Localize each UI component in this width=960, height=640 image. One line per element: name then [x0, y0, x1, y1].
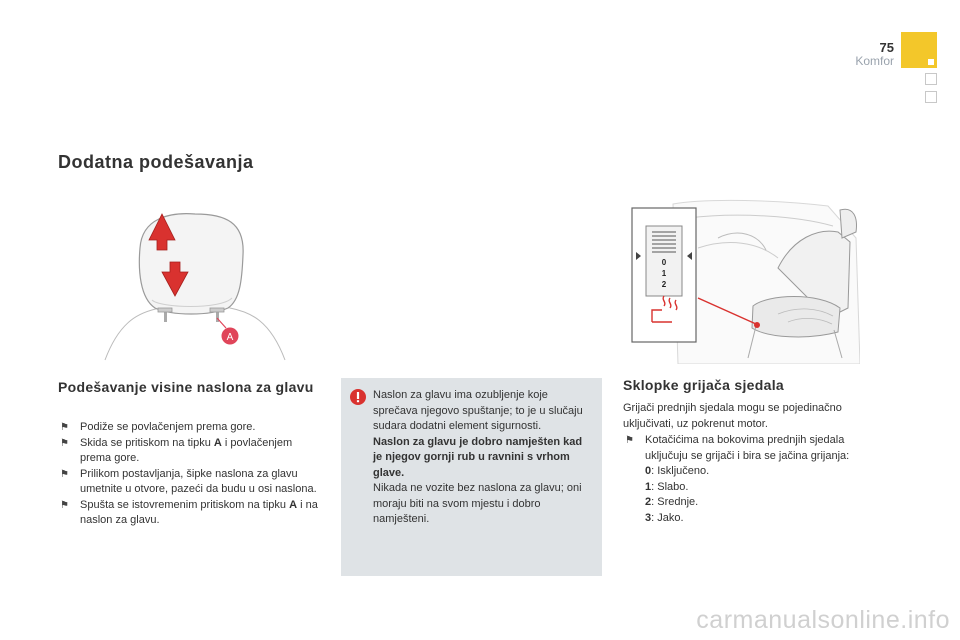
list-item-text: Podiže se povlačenjem prema gore. — [80, 421, 256, 433]
dial-mark-2: 2 — [662, 280, 667, 289]
heating-level-key: 1 — [645, 480, 652, 493]
seat-heater-icon — [651, 295, 678, 323]
list-item: ⚑ Spušta se istovremenim pritiskom na tip… — [58, 498, 320, 529]
list-item: ⚑ Podiže se povlačenjem prema gore. — [58, 420, 320, 436]
bullet-icon: ⚑ — [60, 422, 69, 433]
heating-levels: 0: Isključeno.1: Slabo.2: Srednje.3: Jak… — [623, 464, 885, 526]
seat-heating-illustration: 0 1 2 — [631, 199, 860, 364]
bullet-icon: ⚑ — [60, 468, 69, 480]
dial-mark-1: 1 — [662, 269, 667, 278]
heating-level-label: : Srednje. — [651, 496, 699, 508]
heating-level-key: 0 — [645, 465, 652, 477]
warning-text: Naslon za glavu ima ozubljenje koje spre… — [373, 388, 593, 528]
heating-level-key: 3 — [645, 511, 652, 524]
seat-heating-intro: Grijači prednjih sjedala mogu se pojedin… — [623, 402, 842, 430]
bullet-icon: ⚑ — [60, 437, 69, 449]
heating-level-label: : Jako. — [651, 511, 684, 524]
list-item-text: A — [213, 436, 222, 449]
list-item-text: Skida se pritiskom na tipku — [80, 436, 214, 449]
chapter-tab-empty — [925, 91, 937, 103]
list-item-text: A — [289, 498, 298, 511]
warning-box — [341, 378, 602, 576]
list-item-text: Spušta se istovremenim pritiskom na tipk… — [80, 498, 290, 511]
heating-level: 3: Jako. — [623, 511, 885, 527]
warning-text-normal-2: Nikada ne vozite bez naslona za glavu; o… — [373, 482, 582, 525]
chapter-tab-empty — [925, 73, 937, 85]
page-number: 75 — [879, 40, 894, 55]
heating-level: 1: Slabo. — [623, 480, 885, 496]
headrest-instructions: ⚑ Podiže se povlačenjem prema gore. ⚑ Skida… — [58, 420, 320, 529]
warning-icon — [350, 389, 366, 405]
dial-mark-0: 0 — [662, 258, 667, 267]
list-item: ⚑ Kotačićima na bokovima prednjih sjedala… — [623, 433, 885, 464]
list-item: ⚑ Skida se pritiskom na tipku A i povlače… — [58, 436, 320, 467]
seat-heating-heading: Sklopke grijača sjedala — [623, 377, 784, 393]
heating-level: 0: Isključeno. — [623, 464, 885, 480]
callout-a-label: A — [227, 332, 234, 343]
heating-level: 2: Srednje. — [623, 495, 885, 511]
heating-level-label: : Isključeno. — [651, 465, 710, 477]
list-item-text: i povlačenjem prema gore. — [80, 436, 293, 465]
chapter-tab-marker — [928, 59, 934, 65]
chapter-title: Komfor — [855, 54, 894, 68]
seat-heating-instructions: ⚑ Kotačićima na bokovima prednjih sjedala… — [623, 433, 885, 526]
headrest-heading: Podešavanje visine naslona za glavu — [58, 379, 314, 395]
warning-text-normal: Naslon za glavu ima ozubljenje koje spre… — [373, 389, 583, 432]
section-title: Dodatna podešavanja — [58, 152, 254, 172]
callout-a-icon: A — [221, 327, 239, 345]
watermark: carmanualsonline.info — [696, 606, 950, 634]
bullet-icon: ⚑ — [625, 435, 634, 446]
list-item: ⚑ Prilikom postavljanja, šipke naslona za… — [58, 467, 320, 498]
list-item-text: Prilikom postavljanja, šipke naslona za … — [80, 467, 317, 496]
list-item-text: i na naslon za glavu. — [80, 498, 318, 527]
warning-text-bold: Naslon za glavu je dobro namješten kad j… — [373, 435, 583, 479]
bullet-icon: ⚑ — [60, 499, 69, 511]
headrest-illustration: A — [104, 213, 286, 361]
list-item-text: Kotačićima na bokovima prednjih sjedala … — [645, 434, 850, 462]
heating-dial-icon — [645, 225, 683, 297]
heating-level-key: 2 — [645, 496, 652, 508]
heating-level-label: : Slabo. — [651, 480, 689, 493]
